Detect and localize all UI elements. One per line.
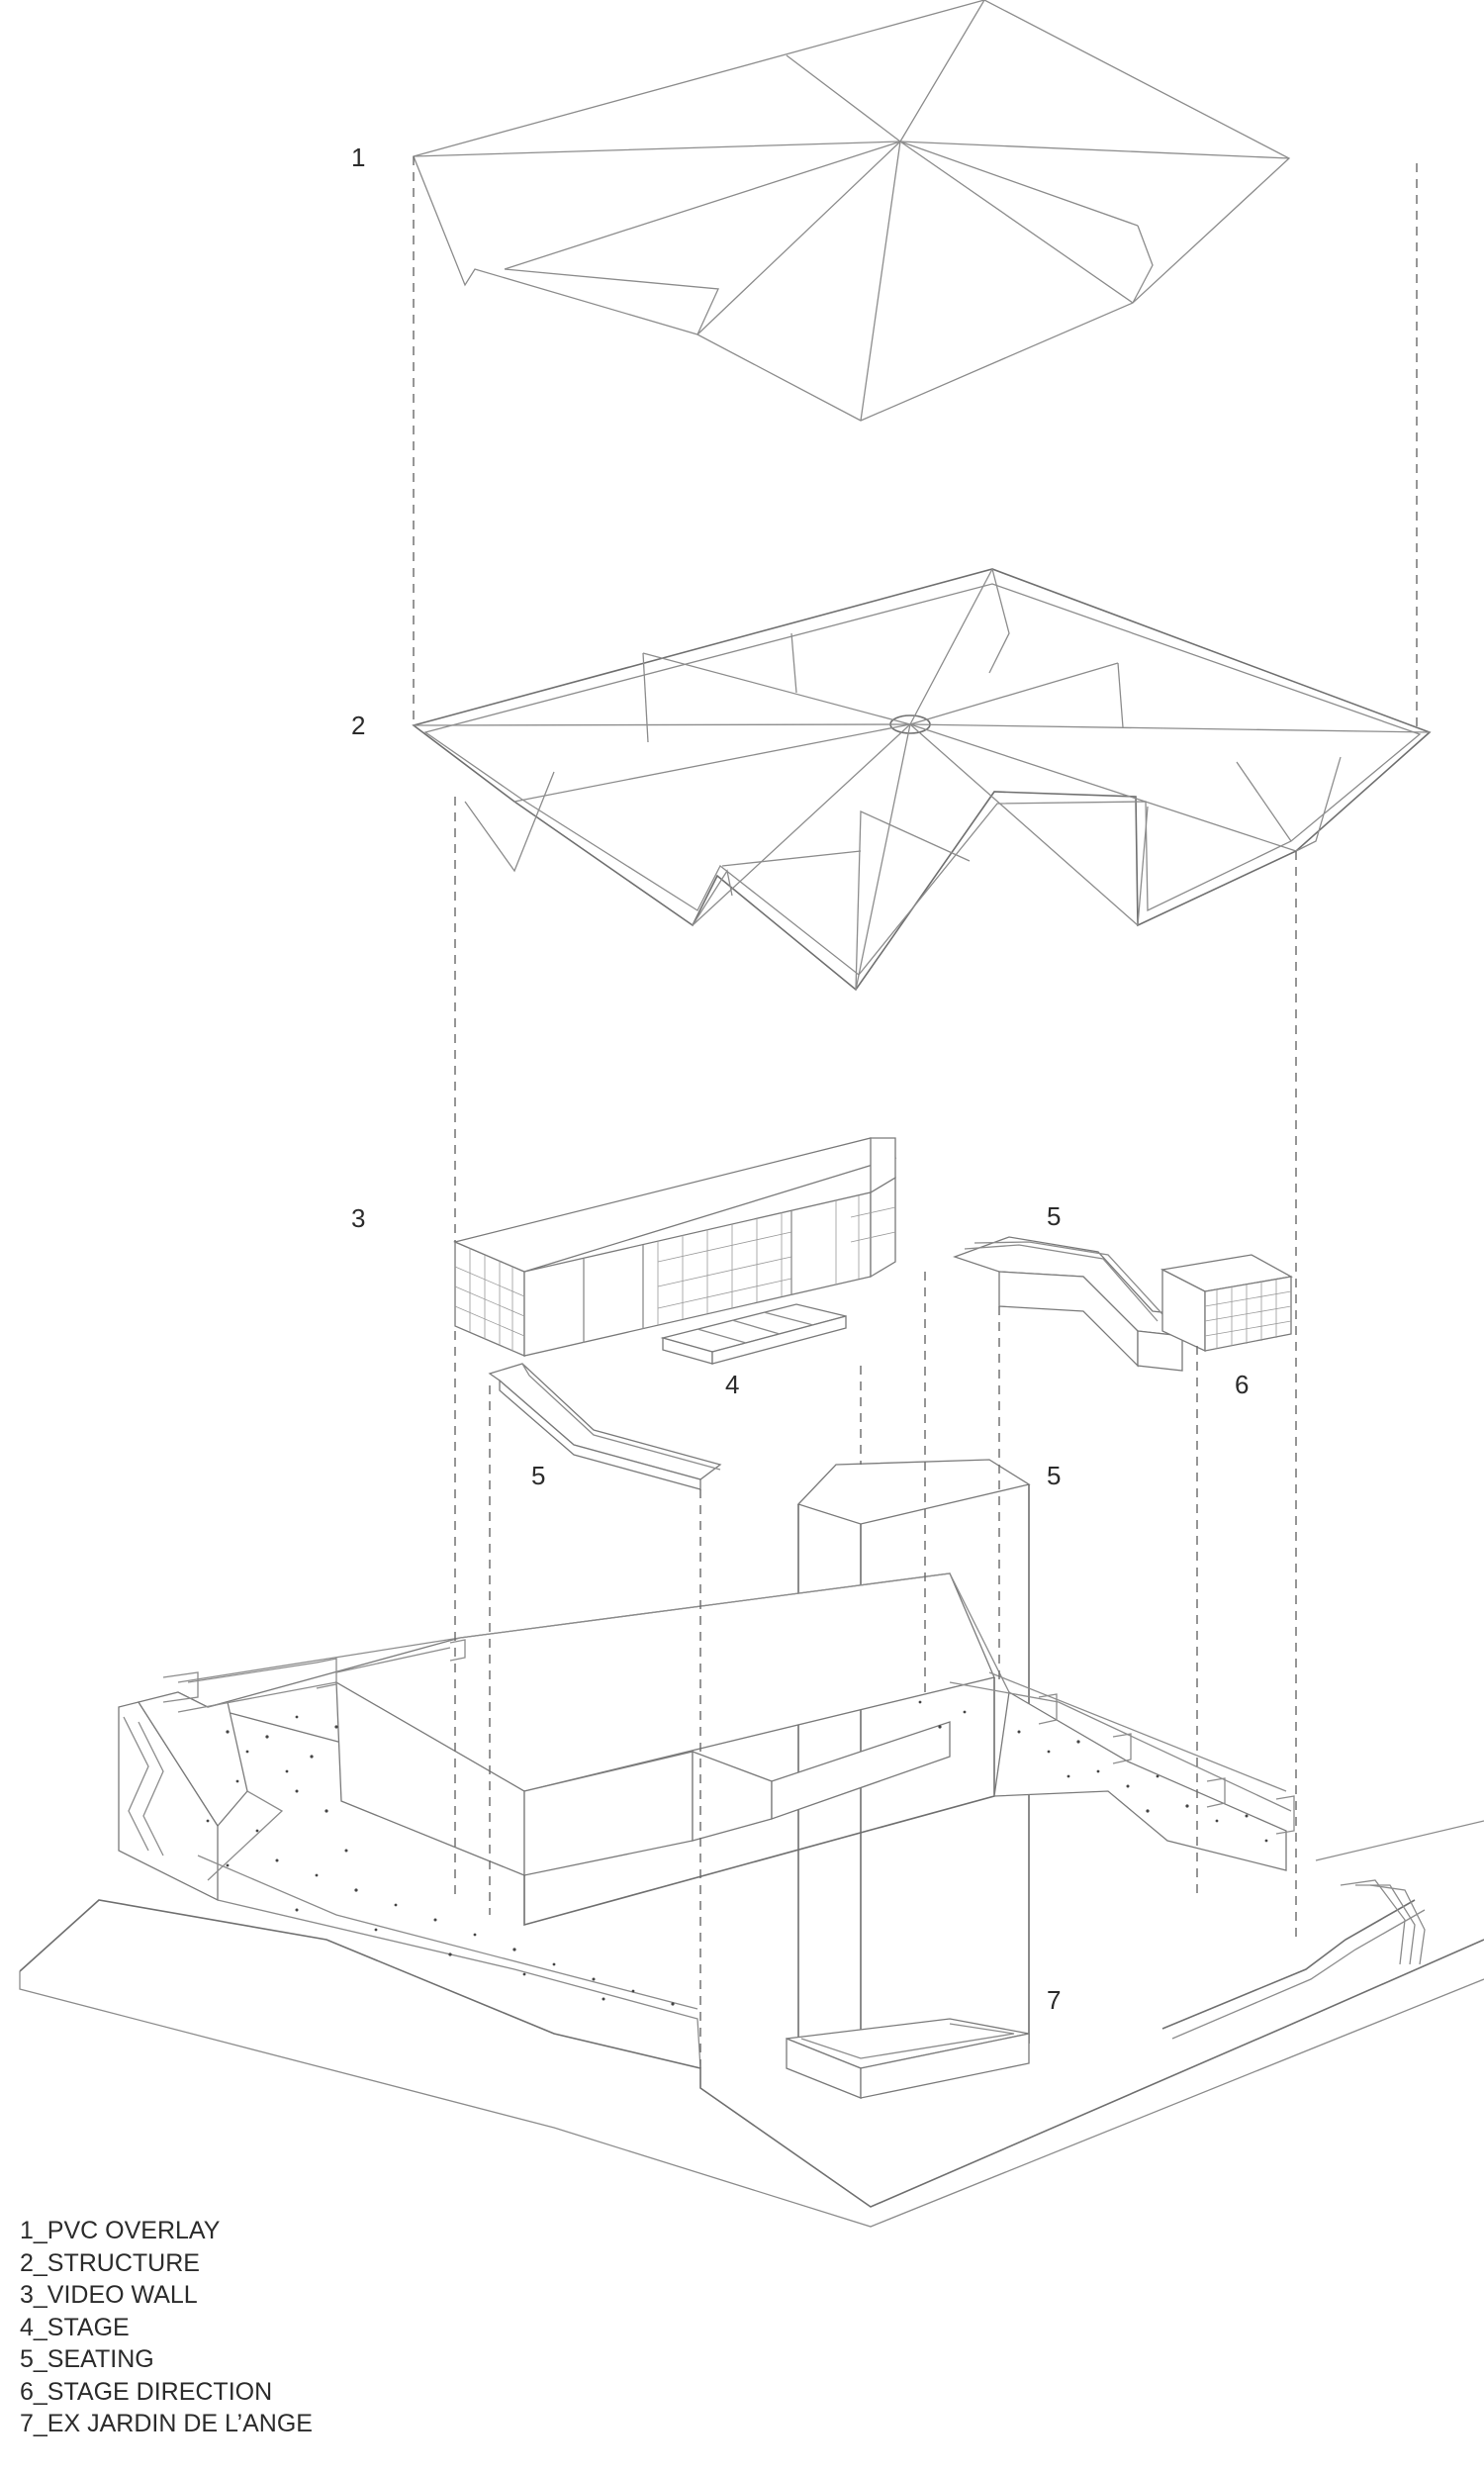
legend-item-pvc-overlay: 1_PVC OVERLAY — [20, 2217, 221, 2244]
stage-layer — [660, 1303, 847, 1365]
callout-5-left: 5 — [531, 1461, 545, 1490]
callout-4: 4 — [725, 1370, 739, 1399]
legend-item-video-wall: 3_VIDEO WALL — [20, 2281, 198, 2309]
callout-7: 7 — [1047, 1985, 1061, 2015]
seating-right-upper — [953, 1236, 1199, 1372]
structure-layer — [412, 568, 1432, 992]
callout-3: 3 — [351, 1203, 365, 1233]
legend-item-seating: 5_SEATING — [20, 2345, 154, 2373]
pvc-overlay-layer — [413, 0, 1291, 422]
callout-1: 1 — [351, 143, 365, 172]
legend-item-structure: 2_STRUCTURE — [20, 2248, 200, 2277]
callout-5-upper-right: 5 — [1047, 1201, 1061, 1231]
callout-numbers: 1 2 3 4 5 6 5 5 7 — [351, 143, 1249, 2015]
callout-5-center: 5 — [1047, 1461, 1061, 1490]
legend: 1_PVC OVERLAY 2_STRUCTURE 3_VIDEO WALL 4… — [20, 2215, 313, 2440]
stage-direction-booth — [1159, 1254, 1293, 1353]
garden-base-layer — [19, 1572, 1484, 2228]
legend-item-stage: 4_STAGE — [20, 2313, 130, 2341]
legend-item-ex-jardin: 7_EX JARDIN DE L’ANGE — [20, 2410, 313, 2437]
projection-lines — [413, 156, 1418, 2068]
video-wall-layer — [452, 1137, 897, 1357]
callout-6: 6 — [1235, 1370, 1249, 1399]
seating-left-lower — [488, 1363, 722, 1490]
legend-item-stage-direction: 6_STAGE DIRECTION — [20, 2377, 273, 2406]
callout-2: 2 — [351, 711, 365, 740]
